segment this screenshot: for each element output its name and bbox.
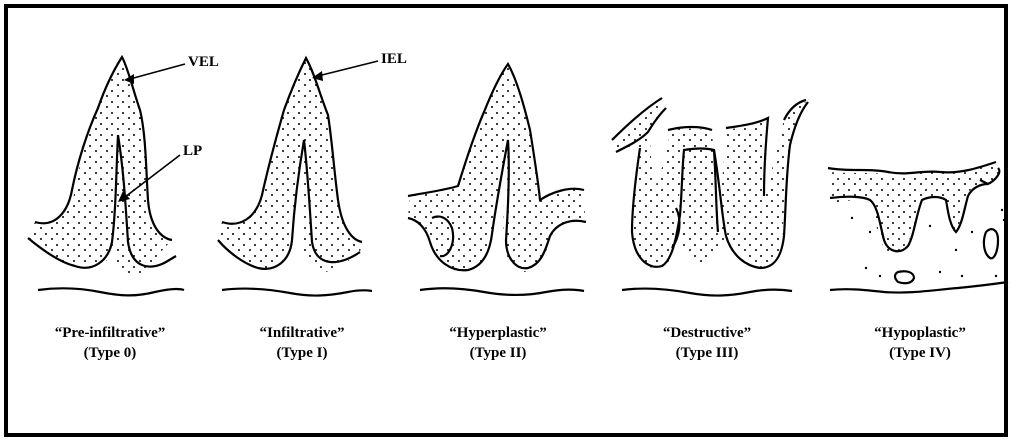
caption-type: (Type II) — [418, 343, 578, 363]
caption-name: “Hypoplastic” — [840, 323, 1000, 343]
caption-type: (Type IV) — [840, 343, 1000, 363]
iel-label: IEL — [381, 51, 407, 68]
caption-type-4: “Hypoplastic” (Type IV) — [840, 323, 1000, 363]
vel-label: VEL — [188, 54, 219, 71]
villus-type-4 — [828, 162, 1008, 293]
caption-type-1: “Infiltrative” (Type I) — [222, 323, 382, 363]
caption-name: “Destructive” — [627, 323, 787, 343]
caption-name: “Infiltrative” — [222, 323, 382, 343]
caption-type-2: “Hyperplastic” (Type II) — [418, 323, 578, 363]
caption-name: “Pre-infiltrative” — [30, 323, 190, 343]
caption-type-3: “Destructive” (Type III) — [627, 323, 787, 363]
annotation-arrows — [118, 61, 378, 202]
caption-type: (Type III) — [627, 343, 787, 363]
caption-type: (Type I) — [222, 343, 382, 363]
caption-name: “Hyperplastic” — [418, 323, 578, 343]
vel-arrow — [130, 64, 185, 79]
iel-arrow — [318, 61, 378, 76]
villus-type-0 — [28, 57, 184, 295]
type-4-scattered-dots — [851, 209, 1005, 277]
caption-type-0: “Pre-infiltrative” (Type 0) — [30, 323, 190, 363]
villus-type-3 — [612, 98, 808, 296]
lp-label: LP — [183, 143, 202, 160]
villus-type-1 — [218, 58, 372, 296]
caption-type: (Type 0) — [30, 343, 190, 363]
villus-type-2 — [408, 64, 586, 295]
